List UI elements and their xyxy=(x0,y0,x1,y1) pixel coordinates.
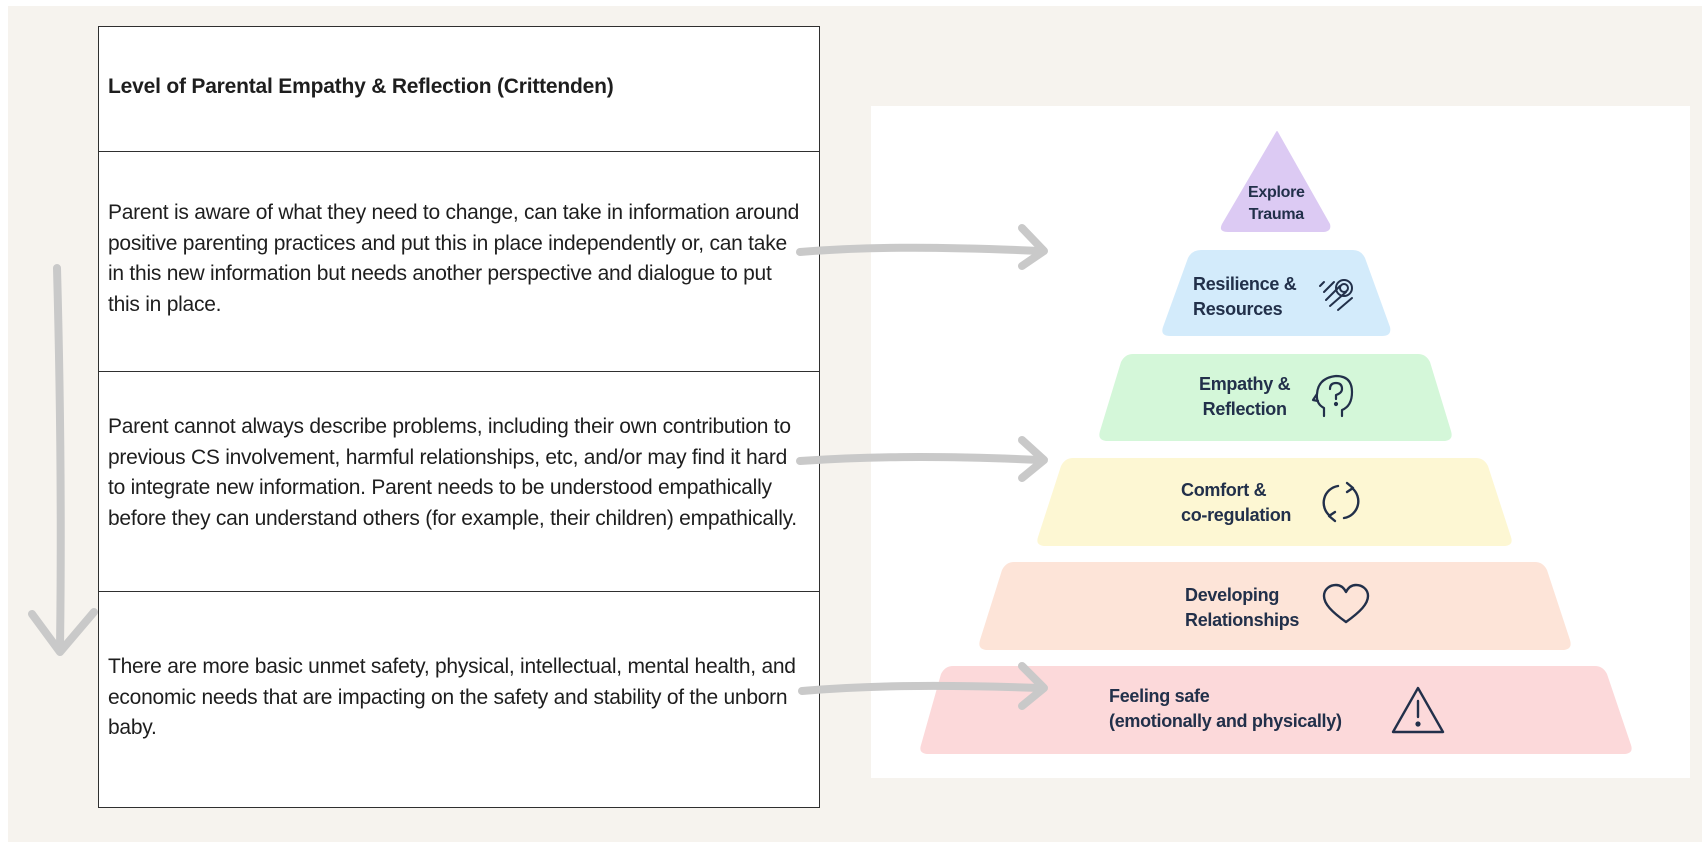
tier-label-feeling-safe: Feeling safe (emotionally and physically… xyxy=(1109,686,1342,731)
table-header-text: Level of Parental Empathy & Reflection (… xyxy=(108,75,614,98)
arrow-to-empathy-row1 xyxy=(796,243,1044,256)
arrow-head-row1 xyxy=(1018,224,1048,270)
pyramid-tier-resilience xyxy=(1162,250,1391,336)
tier-label-comfort: Comfort & co-regulation xyxy=(1181,480,1292,525)
tier-label-relationships: Developing Relationships xyxy=(1185,585,1300,630)
pyramid-tier-feeling-safe xyxy=(920,666,1632,754)
vertical-down-arrow xyxy=(53,264,65,652)
table-row: There are more basic unmet safety, physi… xyxy=(99,591,819,809)
pyramid-tier-relationships xyxy=(979,562,1571,650)
table-row-text: There are more basic unmet safety, physi… xyxy=(108,655,796,739)
refresh-cycle-icon xyxy=(1322,481,1360,523)
head-question-icon xyxy=(1311,374,1354,418)
arrows xyxy=(28,224,1048,710)
table-row-text: Parent is aware of what they need to cha… xyxy=(108,201,800,316)
warning-triangle-icon xyxy=(1391,686,1445,734)
table-row: Parent is aware of what they need to cha… xyxy=(99,151,819,371)
tier-label-resilience: Resilience & Resources xyxy=(1193,274,1297,319)
vertical-down-arrow-head xyxy=(28,608,98,656)
arrow-to-feeling-safe-row3 xyxy=(798,681,1044,695)
pyramid-tier-explore-trauma xyxy=(1220,131,1331,232)
pyramid-tier-comfort xyxy=(1037,458,1512,546)
tier-label-empathy: Empathy & Reflection xyxy=(1199,374,1291,419)
arrow-to-comfort-row2 xyxy=(796,453,1044,465)
arrow-head-row2 xyxy=(1018,436,1048,482)
hand-touch-icon xyxy=(1319,279,1353,311)
empathy-level-table: Level of Parental Empathy & Reflection (… xyxy=(98,26,820,808)
table-row-text: Parent cannot always describe problems, … xyxy=(108,415,797,530)
table-header-row: Level of Parental Empathy & Reflection (… xyxy=(99,27,819,151)
table-row: Parent cannot always describe problems, … xyxy=(99,371,819,591)
heart-icon xyxy=(1322,583,1370,624)
arrow-head-row3 xyxy=(1018,662,1048,710)
pyramid-tier-empathy xyxy=(1099,354,1452,441)
tier-label-explore-trauma: Explore Trauma xyxy=(1248,184,1305,223)
